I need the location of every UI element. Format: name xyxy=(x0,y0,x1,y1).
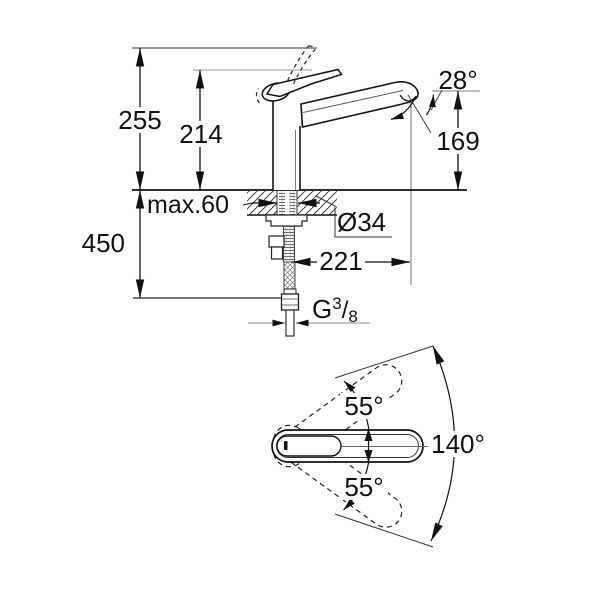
connection-hose xyxy=(280,261,300,337)
dim-swivel-lower-label: 55° xyxy=(340,474,388,500)
raised-handle-dashed xyxy=(255,45,316,104)
g38-numerator: 3 xyxy=(332,294,342,313)
dim-max-deck-thickness-label: max.60 xyxy=(147,191,229,219)
faucet-front-view xyxy=(255,45,419,190)
dim-swivel-total-label: 140° xyxy=(428,431,488,457)
countertop-section xyxy=(132,189,467,216)
dim-swivel-upper-label: 55° xyxy=(340,393,388,419)
dim-connection-thread-label: G3/8 xyxy=(311,295,359,325)
extension-lines xyxy=(132,47,480,299)
g38-denominator: 8 xyxy=(348,307,358,326)
g38-prefix: G xyxy=(312,294,333,324)
dim-overall-height-label: 255 xyxy=(116,107,164,133)
spout-angle-indicator xyxy=(390,89,443,134)
dim-spout-angle-label: 28° xyxy=(438,65,478,95)
dim-hose-length-label: 450 xyxy=(81,228,125,258)
mounting-hardware xyxy=(265,214,308,263)
dim-spout-reach-label: 221 xyxy=(317,248,365,274)
faucet-top-view xyxy=(271,345,456,548)
g38-slash: / xyxy=(341,297,349,324)
dim-spout-height-label: 214 xyxy=(177,121,225,147)
hole-diameter-leader xyxy=(315,195,392,238)
dim-hole-diameter-label: Ø34 xyxy=(337,207,387,237)
dim-outlet-height-label: 169 xyxy=(434,128,482,154)
